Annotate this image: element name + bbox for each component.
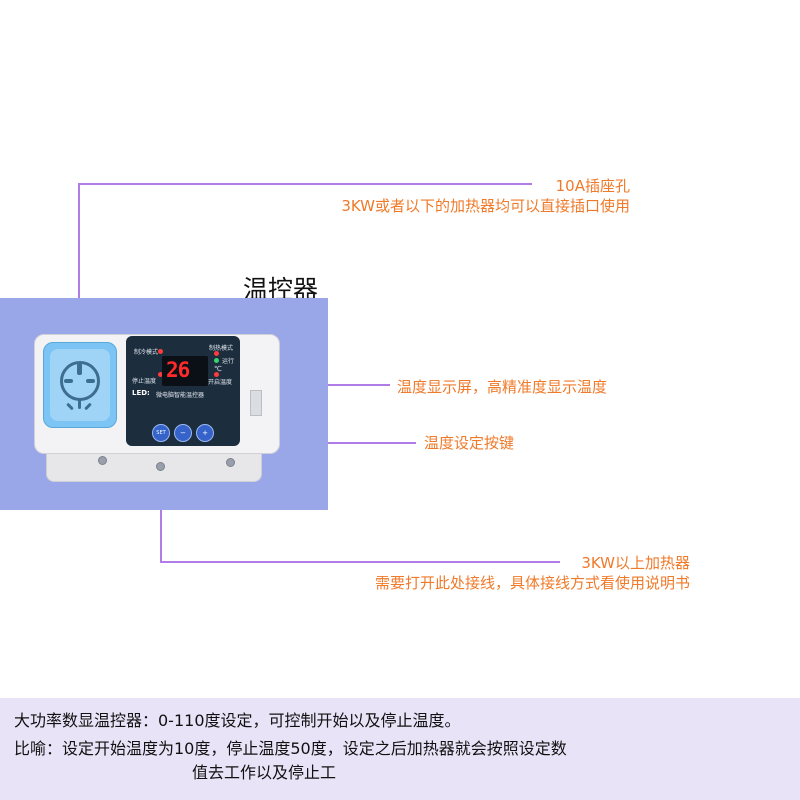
label-start-temp: 开启温度 [208, 379, 233, 386]
screw-left-icon [98, 456, 107, 465]
description-band [0, 698, 800, 800]
wiring-callout-line-v [160, 468, 162, 562]
device-name: 微电脑智能温控器 [156, 392, 205, 399]
cool-mode-indicator [158, 349, 163, 354]
socket-slot-ground-icon [78, 399, 81, 409]
description-line-3: 值去工作以及停止工 [192, 763, 337, 782]
socket-callout-desc: 3KW或者以下的加热器均可以直接插口使用 [341, 197, 630, 215]
label-cool-mode: 制冷模式 [134, 349, 159, 356]
screw-center-icon [156, 462, 165, 471]
socket-slot-left-icon [64, 379, 73, 383]
wiring-callout-title: 3KW以上加热器 [581, 554, 690, 572]
socket-callout-line-v [78, 183, 80, 383]
socket-slot-right-icon [86, 379, 95, 383]
buttons-callout: 温度设定按键 [424, 434, 515, 452]
description-line-2: 比喻：设定开始温度为10度，停止温度50度，设定之后加热器就会按照设定数 [14, 739, 567, 758]
display-callout: 温度显示屏，高精准度显示温度 [397, 378, 608, 396]
socket-slot-br-icon [84, 402, 92, 411]
socket-slot-bl-icon [66, 402, 74, 411]
wiring-callout: 3KW以上加热器 需要打开此处接线，具体接线方式看使用说明书 [270, 553, 690, 593]
set-button[interactable]: SET [152, 424, 170, 442]
temperature-display: 26 [162, 356, 208, 386]
temperature-value: 26 [166, 358, 190, 382]
socket-callout: 10A插座孔 3KW或者以下的加热器均可以直接插口使用 [260, 176, 630, 216]
stop-temp-indicator [158, 372, 163, 377]
start-temp-indicator [214, 372, 219, 377]
device-side-tab [250, 390, 262, 416]
label-stop-temp: 停止温度 [132, 378, 157, 385]
wiring-callout-line-h [160, 561, 560, 563]
socket-face [50, 349, 110, 421]
socket-slot-top-icon [77, 363, 82, 375]
label-running: 运行 [222, 358, 235, 365]
device-brand: LED: [132, 389, 150, 397]
description-line-1: 大功率数显温控器：0-110度设定，可控制开始以及停止温度。 [14, 711, 461, 730]
minus-button[interactable]: − [174, 424, 192, 442]
power-socket [43, 342, 117, 428]
socket-callout-line-h [78, 183, 532, 185]
plus-button[interactable]: + [196, 424, 214, 442]
wiring-callout-desc: 需要打开此处接线，具体接线方式看使用说明书 [374, 574, 690, 592]
heat-mode-indicator [214, 351, 219, 356]
running-indicator [214, 358, 219, 363]
screw-right-icon [226, 458, 235, 467]
label-unit: ℃ [214, 365, 222, 373]
label-heat-mode: 制热模式 [209, 345, 234, 352]
socket-callout-title: 10A插座孔 [555, 177, 630, 195]
